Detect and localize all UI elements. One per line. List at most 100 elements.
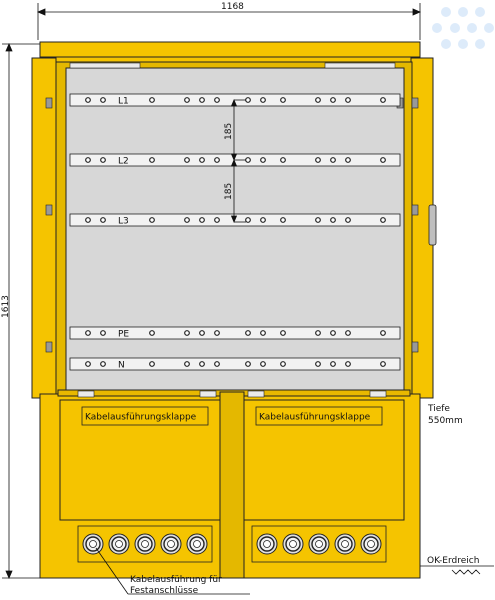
right-flap-label-box (255, 406, 383, 426)
busbar-rail-n (69, 357, 401, 371)
rail-bolt (100, 157, 106, 163)
rail-bolt (149, 97, 155, 103)
rail-bolt (199, 157, 205, 163)
rail-bolt (245, 361, 251, 367)
rail-bolt (214, 97, 220, 103)
rail-bolt (199, 97, 205, 103)
right-flap-label: Kabelausführungsklappe (259, 413, 371, 423)
cable-gland (82, 533, 104, 555)
rail-bolt (214, 217, 220, 223)
rail-bolt (214, 157, 220, 163)
rail-spacing-dimension (230, 98, 246, 224)
cable-note-line2: Festanschlüsse (130, 586, 199, 596)
rail-bolt (380, 361, 386, 367)
rail-bolt (245, 157, 251, 163)
rail-bolt (380, 330, 386, 336)
rail-bolt (214, 361, 220, 367)
rail-label-pe: PE (118, 329, 129, 339)
rail-label-background (114, 155, 134, 165)
rail-bolt (330, 97, 336, 103)
rail-bolt (330, 217, 336, 223)
height-dimension-label: 1613 (1, 295, 11, 318)
rail-bolt (260, 361, 266, 367)
busbar-rail-pe (69, 326, 401, 340)
rail-bolt (199, 330, 205, 336)
cable-gland (334, 533, 356, 555)
rail-bolt (85, 330, 91, 336)
rail-bolt (184, 361, 190, 367)
rail-bolt (380, 157, 386, 163)
rail-bolt (280, 157, 286, 163)
rail-bolt (85, 361, 91, 367)
ground-level-marker (420, 565, 494, 575)
cable-gland (360, 533, 382, 555)
cable-gland (256, 533, 278, 555)
rail-bolt (149, 217, 155, 223)
rail-bolt (149, 361, 155, 367)
rail-bolt (85, 217, 91, 223)
flap-hinges (77, 390, 387, 398)
rail-bolt (315, 97, 321, 103)
rail-bolt (330, 157, 336, 163)
rail-bolt (345, 361, 351, 367)
rail-label-background (114, 95, 134, 105)
rail-bolt (380, 217, 386, 223)
network-nodes-icon (432, 7, 494, 49)
rail-label-l3: L3 (118, 216, 129, 226)
rail-bolt (260, 157, 266, 163)
cable-gland (308, 533, 330, 555)
cable-gland (108, 533, 130, 555)
rail-spacing-bottom-label: 185 (224, 183, 234, 200)
rail-bolt (280, 330, 286, 336)
cable-note-leader (95, 547, 250, 595)
rail-bolt (85, 97, 91, 103)
rail-bolt (184, 97, 190, 103)
rail-bolt (184, 157, 190, 163)
cable-gland (134, 533, 156, 555)
left-hinges (45, 97, 53, 353)
rail-bolt (85, 157, 91, 163)
cable-gland (186, 533, 208, 555)
rail-bolt (315, 361, 321, 367)
height-dimension (2, 42, 40, 580)
cabinet-roof (39, 41, 421, 58)
left-flap-label-box (81, 406, 209, 426)
rail-bolt (149, 330, 155, 336)
cable-gland (282, 533, 304, 555)
rail-bolt (345, 217, 351, 223)
left-flap-label: Kabelausführungsklappe (85, 413, 197, 423)
cable-gland (160, 533, 182, 555)
rail-bolt (100, 97, 106, 103)
rail-bolt (100, 330, 106, 336)
rail-bolt (315, 157, 321, 163)
rail-bolt (260, 217, 266, 223)
rail-bolt (199, 217, 205, 223)
rail-bolt (100, 361, 106, 367)
door-handle (428, 204, 437, 246)
rail-bolt (184, 330, 190, 336)
depth-label: Tiefe (427, 404, 450, 414)
rail-label-l1: L1 (118, 96, 129, 106)
width-dimension-label: 1168 (221, 2, 244, 12)
rail-bolt (280, 97, 286, 103)
center-post (219, 391, 245, 579)
rail-bolt (315, 217, 321, 223)
cable-glands (82, 533, 382, 555)
rail-bolt (345, 330, 351, 336)
rail-bolt (380, 97, 386, 103)
rail-label-background (114, 328, 134, 338)
rail-bolt (280, 217, 286, 223)
ground-level-label: OK-Erdreich (427, 556, 479, 566)
mounting-panel (65, 67, 405, 391)
rail-bolt (280, 361, 286, 367)
rail-spacing-top-label: 185 (224, 123, 234, 140)
rail-bolt (214, 330, 220, 336)
rail-bolt (345, 97, 351, 103)
rail-bolt (184, 217, 190, 223)
rail-label-background (114, 359, 134, 369)
rail-bolt (260, 330, 266, 336)
panel-brackets (69, 62, 396, 69)
rail-label-n: N (118, 360, 125, 370)
rail-bolt (260, 97, 266, 103)
